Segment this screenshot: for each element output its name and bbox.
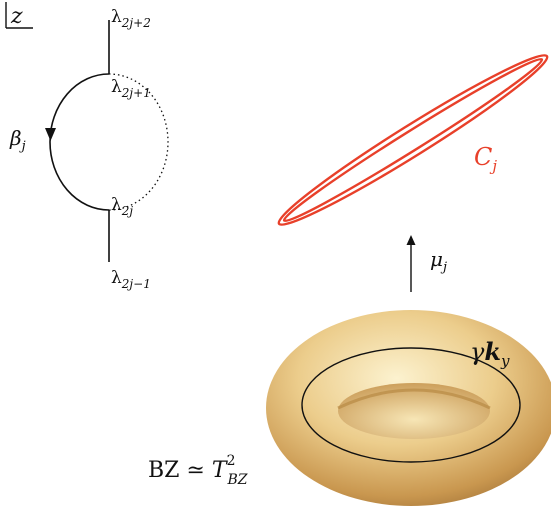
branch-point-bottom-outer: λ2j−1 bbox=[111, 268, 151, 291]
map-label: μj bbox=[430, 247, 447, 275]
branch-point-bottom-inner: λ2j bbox=[111, 195, 133, 218]
map-arrow-head bbox=[406, 235, 416, 245]
torus-hole bbox=[338, 383, 490, 439]
curve-label: Cj bbox=[474, 143, 497, 175]
branch-point-top-outer: λ2j+2 bbox=[111, 7, 151, 30]
branch-point-top-inner: λ2j+1 bbox=[111, 77, 151, 100]
torus-cycle-label: γky bbox=[470, 337, 510, 370]
cycle-label: βj bbox=[9, 126, 26, 154]
spectral-curve bbox=[277, 54, 549, 226]
plane-label-text: z bbox=[10, 4, 23, 29]
plane-label: z bbox=[5, 2, 33, 29]
brillouin-zone-torus bbox=[266, 310, 551, 506]
spectral-curve-inner bbox=[282, 57, 544, 223]
torus-hole-rim bbox=[337, 388, 491, 410]
beta-cycle-solid bbox=[49, 73, 110, 211]
beta-cycle-dotted bbox=[108, 73, 169, 211]
torus-cycle bbox=[301, 347, 521, 463]
cycle-direction-arrow bbox=[45, 128, 56, 141]
spectral-curve-outer bbox=[277, 54, 549, 226]
